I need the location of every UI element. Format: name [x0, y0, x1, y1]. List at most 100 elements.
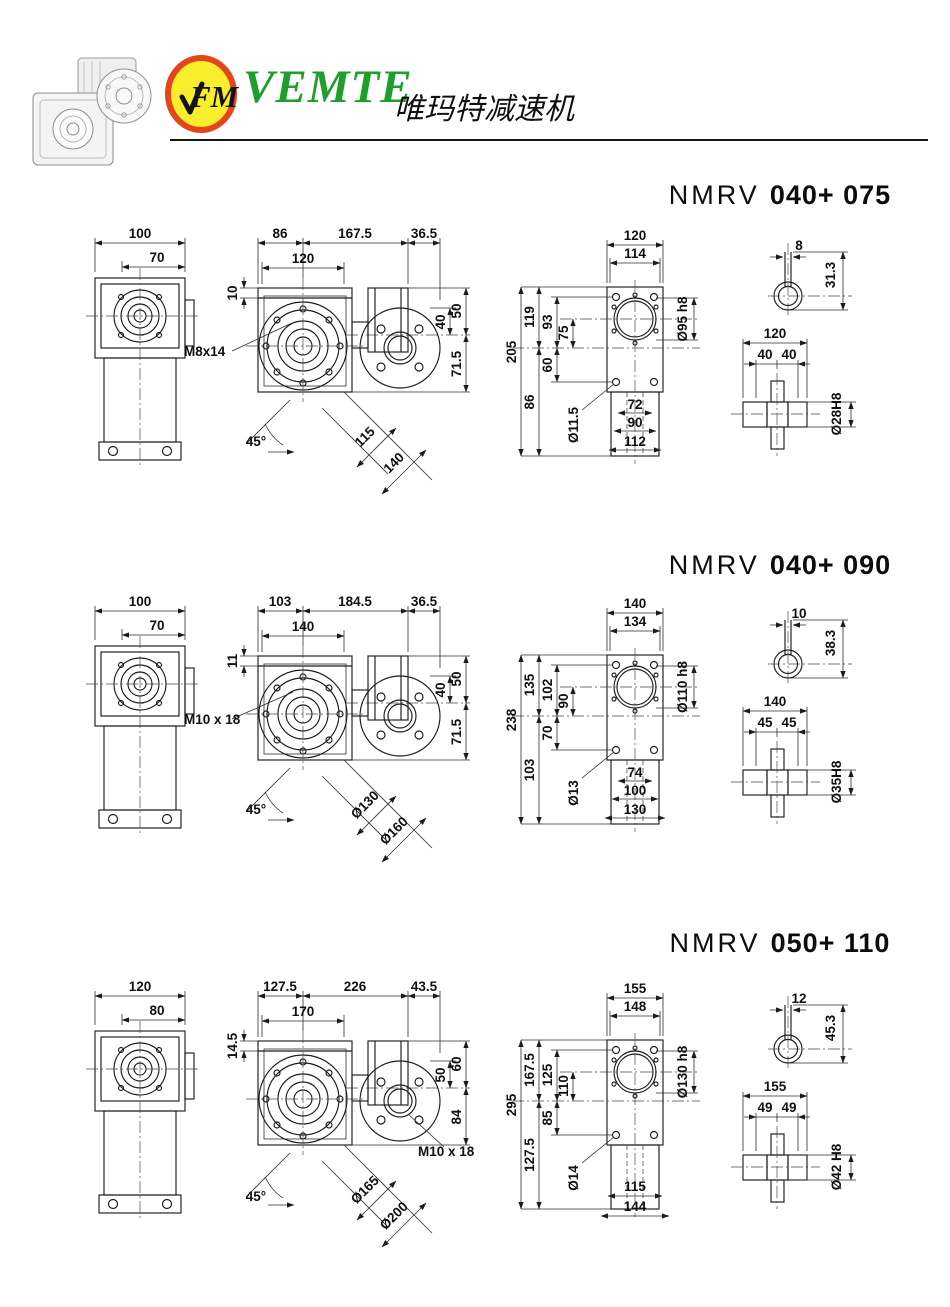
dim-label: 10 [791, 606, 806, 621]
dim-label: 86 [522, 394, 537, 410]
dim-label: 60 [540, 357, 555, 372]
dim-label: 50 [449, 671, 464, 686]
dim-label: 70 [540, 725, 555, 740]
dim-label: 120 [624, 228, 647, 243]
dim-label: 135 [522, 673, 537, 696]
dim-label: 103 [269, 594, 292, 609]
dim-label: 72 [627, 397, 642, 412]
dim-label: 49 [781, 1100, 796, 1115]
section-title-2: NMRV 040+ 090 [620, 550, 940, 581]
dim-label: 100 [624, 783, 647, 798]
dim-label: 80 [149, 1003, 164, 1018]
dim-label: 31.3 [823, 261, 838, 288]
dim-label: 103 [522, 758, 537, 781]
row-2-labels: 100 70 103 184.5 36.5 140 11 50 40 71.5 … [129, 594, 844, 848]
bore-label: Ø95 h8 [675, 296, 690, 342]
dim-label: 11 [225, 653, 240, 668]
dim-label: 49 [757, 1100, 772, 1115]
dim-label: 205 [504, 340, 519, 363]
dim-label: 40 [757, 347, 772, 362]
dim-label: 70 [149, 618, 164, 633]
dim-label: 74 [627, 765, 643, 780]
drawing-row-2 [86, 606, 856, 862]
dim-label: 85 [540, 1110, 555, 1126]
dim-label: 155 [764, 1079, 787, 1094]
angle-label: 45° [246, 434, 266, 449]
drawing-row-1 [86, 238, 856, 494]
row-3-labels: 120 80 127.5 226 43.5 170 14.5 60 50 84 … [129, 979, 844, 1233]
logo-check-icon [179, 81, 205, 115]
hole-label: Ø11.5 [566, 406, 581, 443]
dim-label: 110 [556, 1075, 571, 1097]
dim-label: 36.5 [411, 594, 438, 609]
dim-label: 100 [129, 594, 152, 609]
model-prefix: NMRV [668, 180, 760, 210]
dim-label: 8 [795, 238, 803, 253]
bore-label: Ø35H8 [829, 760, 844, 803]
hole-label: Ø14 [566, 1165, 581, 1191]
dim-label: 134 [624, 614, 647, 629]
dim-label: 38.3 [823, 629, 838, 656]
dim-label: 93 [540, 314, 555, 330]
product-photo [32, 57, 152, 166]
dim-label: 90 [627, 415, 642, 430]
dim-label: 120 [764, 326, 787, 341]
dim-label: 140 [764, 694, 787, 709]
brand-logo: FM [165, 55, 240, 133]
dim-label: 115 [624, 1179, 646, 1194]
dim-label: 45.3 [823, 1014, 838, 1041]
dim-label: 71.5 [449, 350, 464, 377]
dim-label: 86 [272, 226, 288, 241]
dim-label: 127.5 [522, 1138, 537, 1172]
angle-label: 45° [246, 802, 266, 817]
tap-label: M10 x 18 [418, 1144, 475, 1159]
dim-label: 14.5 [225, 1032, 240, 1059]
dim-label: 36.5 [411, 226, 438, 241]
dim-label: 130 [624, 802, 647, 817]
dim-label: 155 [624, 981, 647, 996]
section-title-3: NMRV 050+ 110 [620, 928, 940, 959]
dim-label: 45 [757, 715, 773, 730]
dim-label: 238 [504, 708, 519, 731]
dim-label: 167.5 [522, 1053, 537, 1087]
dim-label: 100 [129, 226, 152, 241]
dim-label: 40 [781, 347, 796, 362]
dim-label: 12 [791, 991, 806, 1006]
dim-label: 45 [781, 715, 797, 730]
dim-label: 120 [292, 251, 315, 266]
dim-label: 90 [556, 693, 571, 708]
dim-label: 184.5 [338, 594, 372, 609]
dim-label: 71.5 [449, 718, 464, 745]
row-1-labels: 100 70 86 167.5 36.5 120 10 50 40 71.5 1… [129, 226, 844, 476]
hole-label: Ø13 [566, 780, 581, 806]
dim-label: 140 [381, 450, 408, 477]
logo-text: FM [189, 79, 240, 114]
dim-label: 40 [433, 314, 448, 329]
dim-label: 125 [540, 1063, 555, 1086]
section-title-1: NMRV 040+ 075 [620, 180, 940, 211]
dim-label: 50 [433, 1067, 448, 1082]
header-divider [170, 139, 928, 141]
dim-label: 43.5 [411, 979, 438, 994]
brand-name: VEMTE [243, 61, 413, 113]
model-size: 040+ 090 [769, 550, 892, 580]
dim-label: 144 [624, 1199, 647, 1214]
dim-label: Ø200 [377, 1199, 411, 1233]
dim-label: 75 [556, 325, 571, 341]
dim-label: 60 [449, 1056, 464, 1071]
dim-label: 170 [292, 1004, 315, 1019]
dim-label: 70 [149, 250, 164, 265]
model-size: 050+ 110 [770, 928, 891, 958]
dim-label: 295 [504, 1093, 519, 1116]
dim-label: 120 [129, 979, 152, 994]
bore-label: Ø110 h8 [675, 661, 690, 713]
model-size: 040+ 075 [769, 180, 892, 210]
dim-label: 226 [344, 979, 367, 994]
dim-label: 40 [433, 682, 448, 697]
dim-label: 102 [540, 679, 555, 702]
tap-label: M8x14 [184, 344, 226, 359]
dim-label: 127.5 [263, 979, 297, 994]
dim-label: Ø160 [377, 814, 411, 848]
dim-label: 10 [225, 285, 240, 300]
